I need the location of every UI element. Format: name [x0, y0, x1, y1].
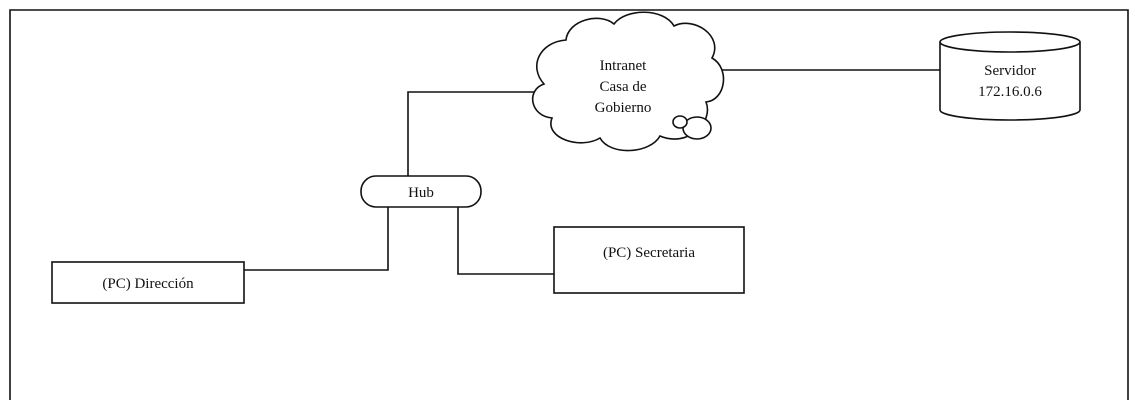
hub-shape — [360, 175, 482, 208]
cloud-bubble-small — [672, 115, 688, 129]
pc-secretaria-label: (PC) Secretaria — [603, 245, 695, 261]
pc-direccion-label: (PC) Dirección — [102, 276, 194, 292]
diagram-frame — [9, 9, 1129, 400]
server-label-line-2: 172.16.0.6 — [978, 84, 1042, 100]
server-node: Servidor 172.16.0.6 — [939, 31, 1081, 121]
server-cylinder-body — [939, 42, 1081, 121]
intranet-label-line-3: Gobierno — [595, 100, 652, 116]
intranet-label-line-1: Intranet — [600, 58, 647, 74]
edge-hub-pc-secretaria — [457, 207, 554, 275]
pc-direccion-node: (PC) Dirección — [51, 261, 245, 304]
pc-direccion-box — [51, 261, 245, 304]
server-cylinder-top — [939, 31, 1081, 53]
hub-node: Hub — [360, 175, 482, 208]
intranet-cloud: Intranet Casa de Gobierno — [531, 11, 725, 152]
intranet-label-line-2: Casa de — [599, 79, 646, 95]
edge-hub-pc-direccion — [244, 207, 389, 271]
pc-secretaria-node: (PC) Secretaria — [553, 226, 745, 294]
server-label-line-1: Servidor — [984, 63, 1036, 79]
hub-label: Hub — [408, 185, 434, 201]
connections — [244, 69, 940, 275]
edge-hub-intranet — [407, 91, 536, 176]
pc-secretaria-box — [553, 226, 745, 294]
